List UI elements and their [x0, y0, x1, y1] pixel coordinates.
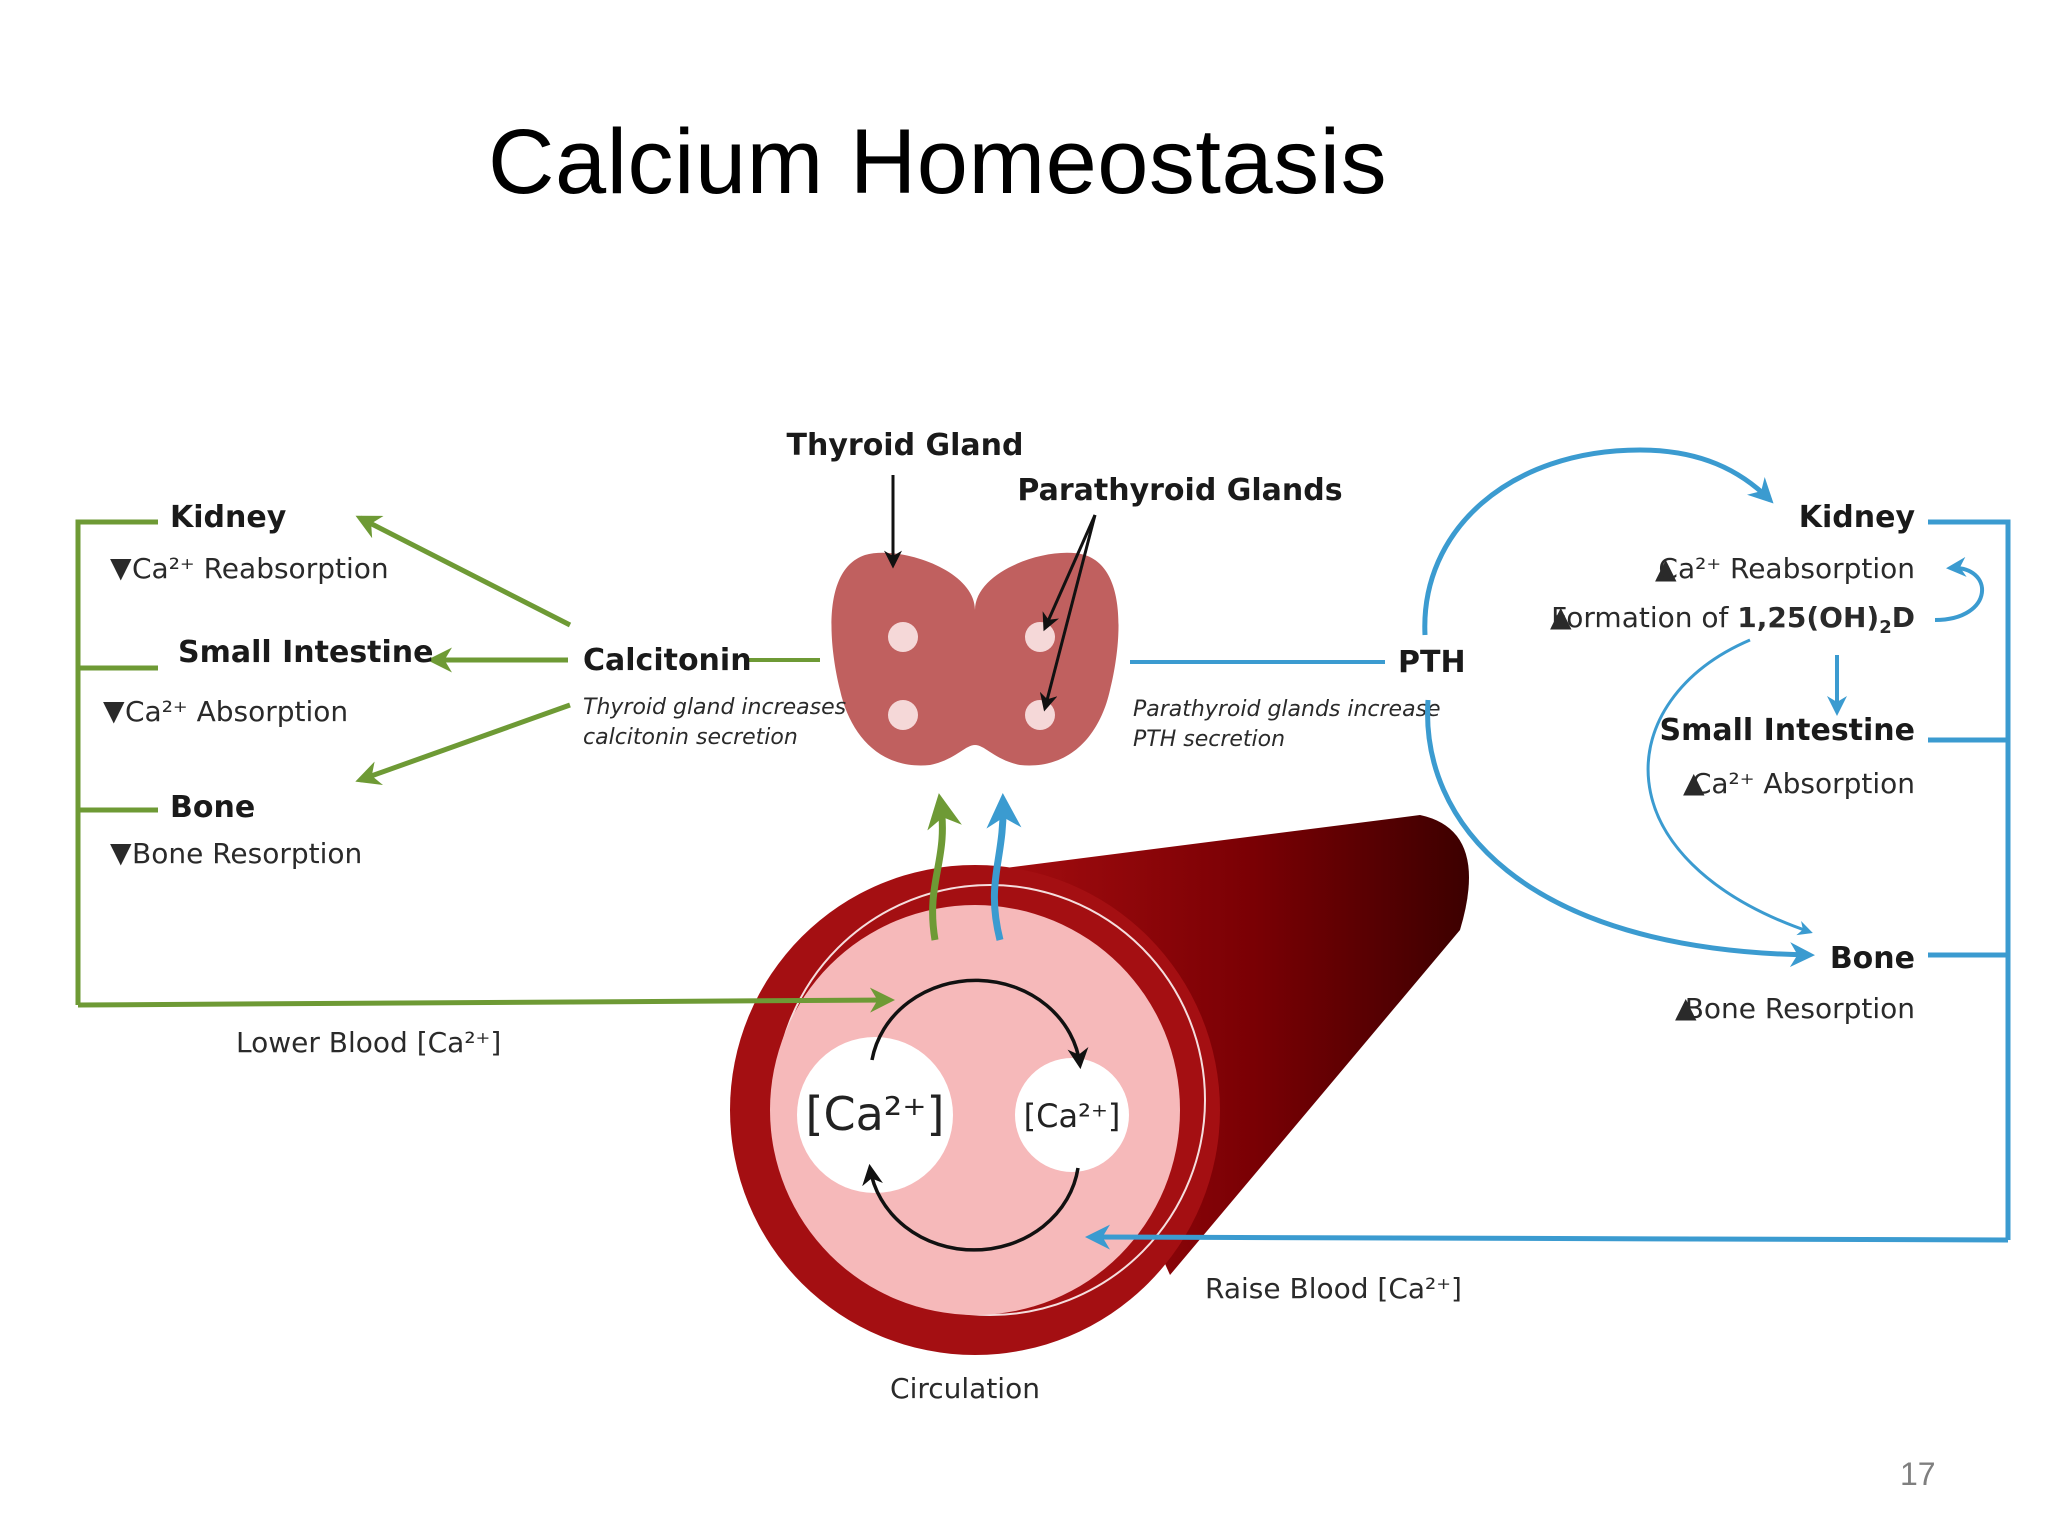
page-title: Calcium Homeostasis — [488, 111, 1388, 213]
slide-number: 17 — [1900, 1456, 1936, 1492]
right-intestine-effect-arrow: ▲ — [1683, 766, 1705, 799]
right-bone-effect: Bone Resorption — [1685, 992, 1915, 1025]
pth-pathway: PTH Parathyroid glands increase PTH secr… — [1085, 447, 2011, 1305]
calcitonin-note-1: Thyroid gland increases — [583, 695, 846, 720]
right-small-intestine-effect: Ca²⁺ Absorption — [1692, 767, 1915, 800]
right-kidney-effect-arrow: ▲ — [1655, 552, 1677, 585]
parathyroid-gland — [888, 700, 918, 730]
left-small-intestine-label: Small Intestine — [178, 635, 434, 670]
left-kidney-label: Kidney — [170, 500, 287, 535]
circulation-label: Circulation — [890, 1372, 1040, 1405]
thyroid-gland-label: Thyroid Gland — [787, 428, 1024, 463]
left-intestine-effect-arrow: ▼ — [103, 694, 125, 727]
blue-up-arrow — [986, 793, 1022, 941]
green-up-arrow — [927, 793, 962, 941]
lower-blood-ca-label: Lower Blood [Ca²⁺] — [236, 1026, 501, 1059]
left-bone-label: Bone — [170, 790, 255, 825]
cycle-arrow-bottom — [862, 1163, 1080, 1252]
calcitonin-label: Calcitonin — [583, 643, 752, 678]
left-bone-effect-arrow: ▼ — [110, 836, 132, 869]
right-kidney-effect: Ca²⁺ Reabsorption — [1658, 552, 1915, 585]
right-small-intestine-label: Small Intestine — [1659, 713, 1915, 748]
pth-note-2: PTH secretion — [1133, 727, 1285, 752]
calcitonin-note-2: calcitonin secretion — [583, 725, 798, 750]
parathyroid-gland — [888, 622, 918, 652]
raise-blood-ca-label: Raise Blood [Ca²⁺] — [1205, 1272, 1462, 1305]
pth-note-1: Parathyroid glands increase — [1133, 697, 1441, 722]
right-bone-label: Bone — [1830, 941, 1915, 976]
thyroid-gland-shape — [831, 552, 1119, 766]
left-small-intestine-effect: Ca²⁺ Absorption — [125, 695, 348, 728]
ca-low-pool — [1015, 1058, 1129, 1172]
calcitonin-pathway: Calcitonin Thyroid gland increases calci… — [75, 500, 895, 1059]
right-kidney-effect2: Formation of 1,25(OH)2D — [1551, 601, 1915, 638]
left-bone-effect: Bone Resorption — [132, 837, 362, 870]
right-kidney-label: Kidney — [1799, 500, 1916, 535]
left-kidney-effect: Ca²⁺ Reabsorption — [132, 552, 389, 585]
parathyroid-gland — [1025, 700, 1055, 730]
ca-high-pool — [797, 1037, 953, 1193]
parathyroid-pointer-arrow — [1039, 514, 1097, 712]
parathyroid-pointer-arrow — [1042, 514, 1097, 632]
ca-high-label: [Ca²⁺] — [806, 1087, 945, 1141]
parathyroid-glands-label: Parathyroid Glands — [1017, 473, 1342, 508]
pth-label: PTH — [1398, 645, 1466, 680]
right-bone-effect-arrow: ▲ — [1675, 991, 1697, 1024]
cycle-arrow-top — [870, 978, 1089, 1070]
right-kidney-effect2-arrow: ▲ — [1550, 600, 1572, 633]
left-kidney-effect-arrow: ▼ — [110, 551, 132, 584]
parathyroid-gland — [1025, 622, 1055, 652]
ca-low-label: [Ca²⁺] — [1024, 1097, 1121, 1135]
